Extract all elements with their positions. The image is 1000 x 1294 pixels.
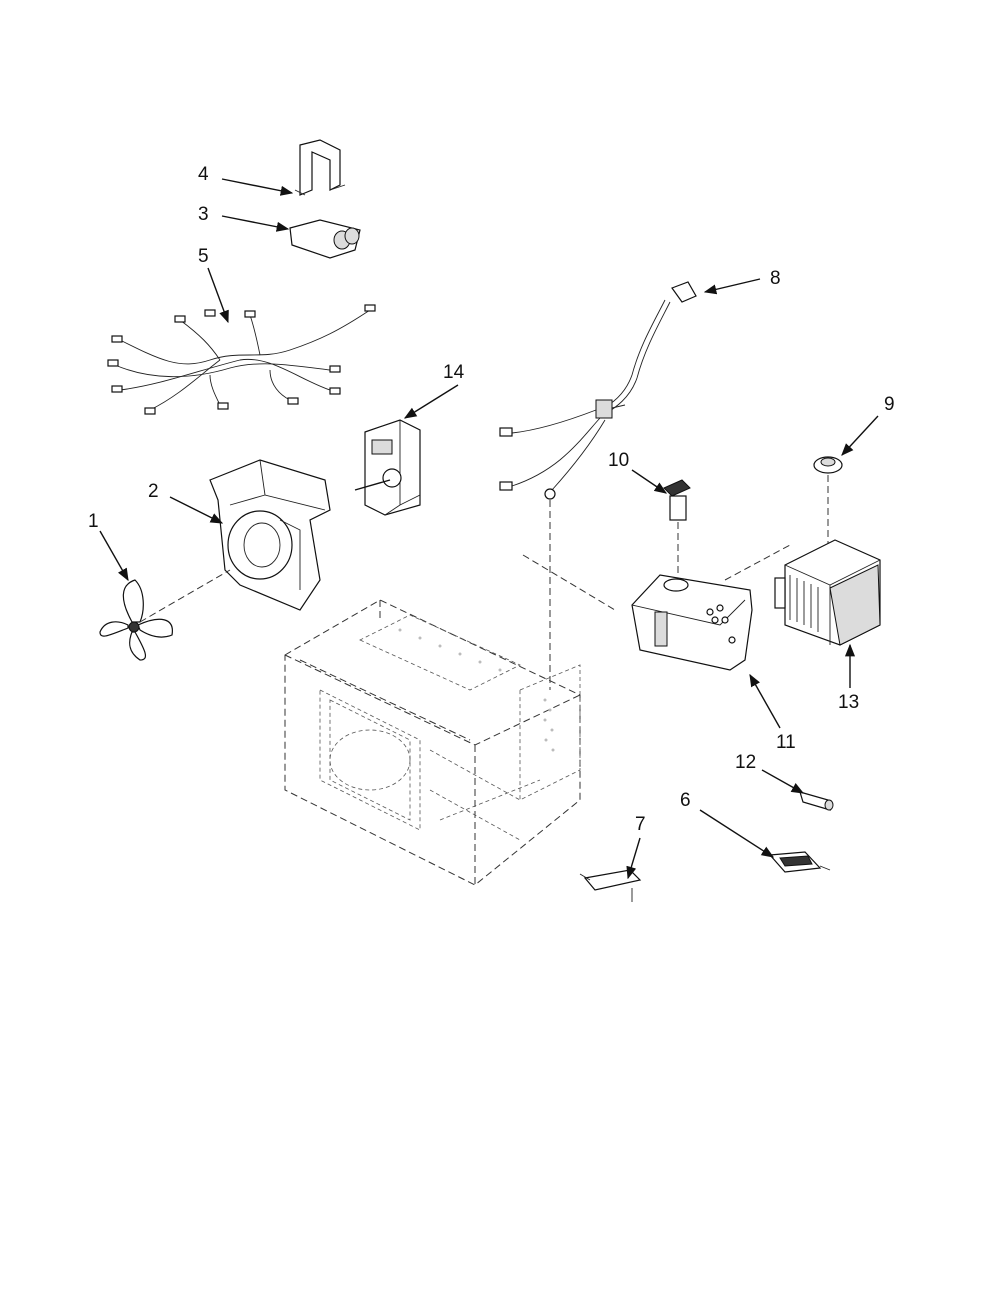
callout-9: 9 bbox=[884, 394, 895, 415]
part-12-fuse bbox=[799, 791, 834, 811]
callout-7: 7 bbox=[635, 814, 646, 835]
part-1-fan-blade bbox=[99, 569, 231, 661]
callout-11: 11 bbox=[776, 732, 796, 753]
callout-6: 6 bbox=[680, 790, 691, 811]
part-10-fuse-holder bbox=[663, 479, 691, 575]
callout-2: 2 bbox=[148, 481, 159, 502]
part-7-latch bbox=[579, 869, 642, 902]
part-13-transformer bbox=[774, 539, 881, 646]
part-2-fan-shroud bbox=[209, 459, 331, 611]
callout-10: 10 bbox=[608, 450, 629, 471]
part-6-sensor bbox=[768, 851, 831, 873]
callout-8: 8 bbox=[770, 268, 781, 289]
part-9-thermal-cutout bbox=[813, 456, 843, 545]
callout-12: 12 bbox=[735, 752, 756, 773]
callout-labels: 4 3 5 8 14 9 10 2 1 13 11 12 6 7 bbox=[88, 164, 895, 835]
part-8-power-cord bbox=[499, 281, 697, 690]
leader-lines bbox=[99, 178, 879, 880]
callout-14: 14 bbox=[443, 362, 465, 383]
part-11-mounting-plate bbox=[522, 544, 791, 671]
part-4-bracket bbox=[294, 139, 346, 196]
part-3-capacitor bbox=[289, 219, 361, 259]
callout-3: 3 bbox=[198, 204, 209, 225]
part-14-switch-assembly bbox=[354, 419, 421, 516]
microwave-cavity-outline bbox=[284, 599, 581, 886]
callout-13: 13 bbox=[838, 692, 859, 713]
callout-1: 1 bbox=[88, 511, 99, 532]
part-5-wire-harness bbox=[107, 304, 376, 415]
callout-5: 5 bbox=[198, 246, 209, 267]
callout-4: 4 bbox=[198, 164, 209, 185]
